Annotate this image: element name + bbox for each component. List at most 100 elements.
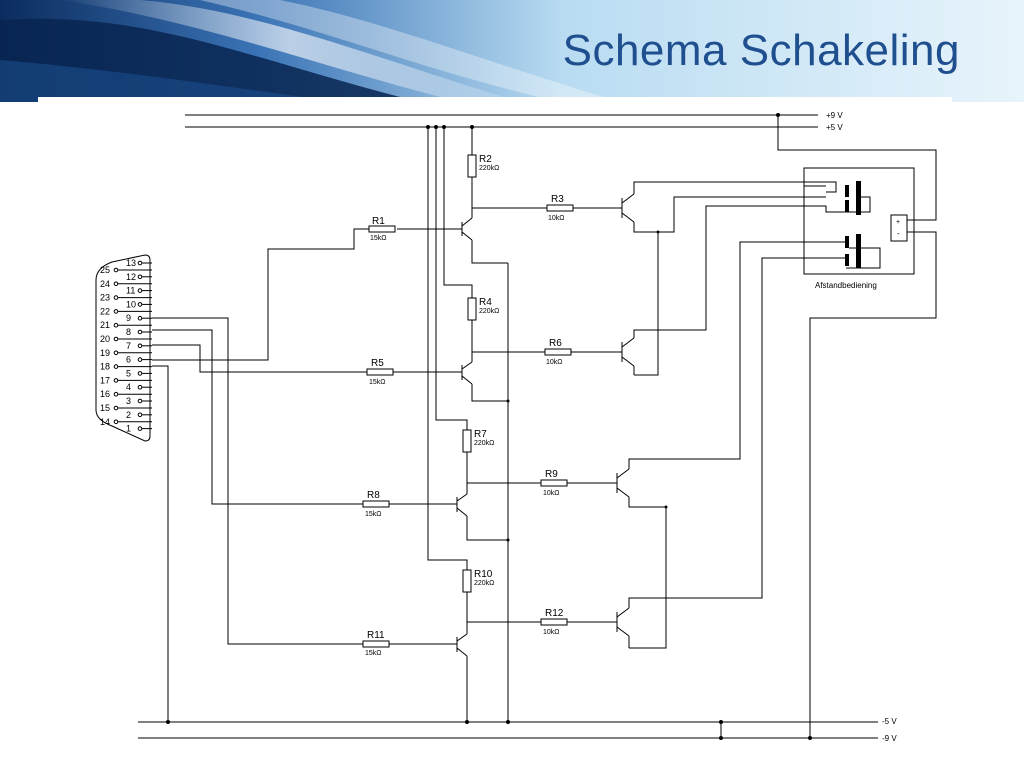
connector-pin-hole <box>137 329 143 335</box>
r9-id: R9 <box>545 469 558 480</box>
connector-pin-label: 24 <box>100 279 110 289</box>
r3-id: R3 <box>551 194 564 205</box>
remote-label: Afstandbediening <box>815 281 877 290</box>
connector-pin-label: 15 <box>100 403 110 413</box>
connector-pin-label: 18 <box>100 362 110 372</box>
r4-body <box>467 297 477 321</box>
connector-pin-22: 22 <box>100 306 152 316</box>
connector-pin-hole <box>137 371 143 376</box>
r10-value: 220kΩ <box>474 580 494 587</box>
connector-pin-15: 15 <box>100 403 152 413</box>
r6-id: R6 <box>549 338 562 349</box>
r6-value: 10kΩ <box>546 359 563 366</box>
connector-pin-label: 22 <box>100 306 110 316</box>
connector-pin-8: 8 <box>126 327 152 337</box>
pin18-ground <box>152 365 169 722</box>
connector-pin-hole <box>137 302 143 307</box>
connector-pin-hole <box>113 336 119 342</box>
connector-pin-12: 12 <box>126 272 152 282</box>
supply-branches <box>427 127 509 722</box>
connector-pin-label: 6 <box>126 355 131 365</box>
connector-pin-4: 4 <box>126 382 152 392</box>
rail-plus9-label: +9 V <box>826 111 843 120</box>
connector-pin-label: 7 <box>126 341 131 351</box>
banner-graphic <box>0 0 1024 102</box>
connector-pin-label: 2 <box>126 410 131 420</box>
connector-pin-hole <box>113 391 119 397</box>
connector-pin-label: 3 <box>126 396 131 406</box>
connector-pin-7: 7 <box>126 341 152 351</box>
connector-pin-hole <box>113 405 119 411</box>
rail-minus5-label: -5 V <box>882 717 897 726</box>
connector-pin-9: 9 <box>126 313 152 323</box>
connector-pin-24: 24 <box>100 279 152 289</box>
r4-value: 220kΩ <box>479 308 499 315</box>
r12-body <box>540 618 568 626</box>
connector-pin-label: 16 <box>100 389 110 399</box>
remote-control <box>777 115 937 738</box>
r11-id: R11 <box>367 630 385 641</box>
r6-body <box>544 348 572 356</box>
battery <box>890 214 908 242</box>
connector-pin-hole <box>113 364 119 369</box>
connector-pin-hole <box>137 426 143 431</box>
connector-pin-hole <box>113 295 119 300</box>
connector-pin-3: 3 <box>126 396 152 406</box>
r2-body <box>467 154 477 178</box>
r5-body <box>366 368 394 376</box>
r9-body <box>540 479 568 487</box>
r7-value: 220kΩ <box>474 440 494 447</box>
stage-1 <box>152 154 837 376</box>
connector-pin-label: 19 <box>100 348 110 358</box>
connector-pin-14: 14 <box>100 417 152 427</box>
connector-pin-label: 21 <box>100 320 110 330</box>
connector-pin-18: 18 <box>100 362 152 372</box>
connector-pin-1: 1 <box>126 424 152 434</box>
connector-pin-label: 5 <box>126 368 131 378</box>
r1-value: 15kΩ <box>370 235 387 242</box>
connector-pin-hole <box>137 398 143 404</box>
connector-pin-hole <box>113 267 119 273</box>
connector-pin-13: 13 <box>126 258 152 268</box>
r9-value: 10kΩ <box>543 490 560 497</box>
r3-body <box>546 204 574 212</box>
rail-minus9-label: -9 V <box>882 734 897 743</box>
connector-pin-2: 2 <box>126 410 152 420</box>
connector-pin-16: 16 <box>100 389 152 399</box>
connector-pin-hole <box>137 274 143 280</box>
stage-2 <box>152 196 871 402</box>
r12-value: 10kΩ <box>543 629 560 636</box>
connector-pin-hole <box>113 309 119 314</box>
connector-pin-20: 20 <box>100 334 152 344</box>
connector-pin-label: 17 <box>100 375 110 385</box>
header-banner <box>0 0 1024 102</box>
r2-id: R2 <box>479 154 492 165</box>
connector-pin-5: 5 <box>126 368 152 378</box>
rail-plus5-label: +5 V <box>826 123 843 132</box>
connector-pin-hole <box>137 357 143 362</box>
r2-value: 220kΩ <box>479 165 499 172</box>
connector-pin-label: 13 <box>126 258 136 268</box>
connector-pin-19: 19 <box>100 348 152 358</box>
r7-body <box>462 429 472 453</box>
connector-pin-hole <box>137 412 143 418</box>
r1-id: R1 <box>372 216 385 227</box>
connector-pin-hole <box>113 378 119 383</box>
connector-pin-label: 10 <box>126 299 136 309</box>
r8-id: R8 <box>367 490 380 501</box>
stage-3 <box>152 241 846 649</box>
connector-pin-hole <box>137 315 143 321</box>
connector-pin-hole <box>137 343 143 349</box>
connector-pin-hole <box>113 350 119 356</box>
connector-pin-hole <box>113 281 119 287</box>
r11-body <box>362 640 390 648</box>
r8-value: 15kΩ <box>365 511 382 518</box>
connector-pin-label: 23 <box>100 293 110 303</box>
battery-plus-label: + <box>896 219 900 226</box>
r4-id: R4 <box>479 297 492 308</box>
connector-pin-23: 23 <box>100 293 152 303</box>
connector-pin-label: 9 <box>126 313 131 323</box>
connector-pin-hole <box>113 419 119 425</box>
